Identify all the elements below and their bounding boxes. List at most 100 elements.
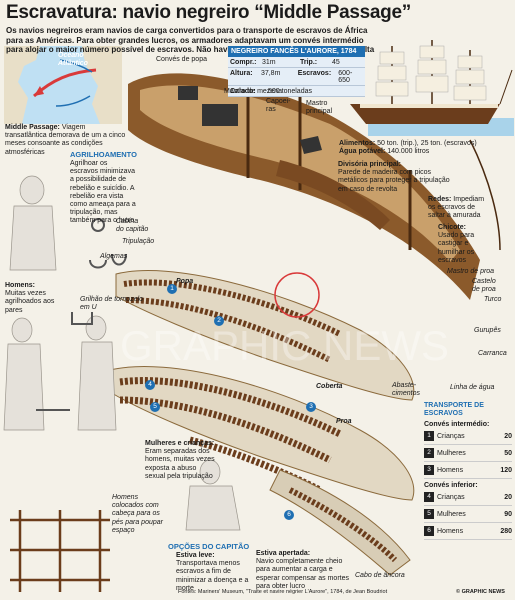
- legend-label: Mulheres: [437, 449, 466, 457]
- agua-value: 140.000 litros: [387, 148, 430, 156]
- homens-note: Homens: Muitas vezes agrilhoados aos par…: [5, 282, 57, 315]
- legend-label: Crianças: [437, 432, 465, 440]
- ship-side-view: [350, 40, 513, 124]
- magnifier-circle: [274, 272, 320, 318]
- sources-footer: Fontes: Mariners' Museum, "Traite et nav…: [178, 589, 388, 595]
- atlantic-map: [4, 46, 122, 124]
- page-title: Escravatura: navio negreiro “Middle Pass…: [6, 2, 411, 23]
- estiva-leve-term: Estiva leve:: [176, 552, 215, 559]
- shackles: [36, 218, 127, 411]
- opcoes-title: OPÇÕES DO CAPITÃO: [168, 542, 250, 551]
- mulheres-criancas-note: Mulheres e crianças: Eram separadas dos …: [145, 440, 217, 481]
- divisoria-term: Divisória principal:: [338, 161, 402, 168]
- label-cabo-ancora: Cabo de âncora: [355, 572, 405, 579]
- intro-text: Os navios negreiros eram navios de carga…: [6, 26, 375, 55]
- deck-marker-3: 3: [306, 402, 316, 412]
- legend-label: Crianças: [437, 493, 465, 501]
- divisoria-text: Parede de madeira com picos metálicos pa…: [338, 169, 450, 193]
- homens-text: Muitas vezes agrilhoados aos pares: [5, 290, 55, 314]
- deck-marker-1: 1: [167, 284, 177, 294]
- figures: [3, 175, 241, 531]
- watermark-text: GRAPHIC NEWS: [120, 322, 449, 369]
- legend-number: 6: [424, 526, 434, 536]
- alimentos-key: Alimentos:: [339, 140, 376, 147]
- legend-value: 280: [500, 527, 512, 535]
- map-label: Oceano Atlântico: [58, 52, 88, 67]
- transporte-legend: TRANSPORTE DE ESCRAVOS Convés intermédio…: [424, 402, 512, 540]
- label-popa: Popa: [176, 278, 194, 285]
- spec-title: NEGREIRO FANCÊS L'AURORE, 1784: [228, 46, 365, 57]
- spec-value: 45: [332, 58, 340, 66]
- whip: [469, 139, 501, 251]
- graphic-news-logo: © GRAPHIC NEWS: [456, 589, 505, 595]
- grilhao-label: Grilhão de tornozelo em U: [80, 296, 144, 312]
- label-gurupes: Gurupês: [474, 327, 501, 334]
- spec-value: 600-650: [338, 69, 353, 84]
- spec-value: 500 toneladas: [268, 87, 312, 95]
- estiva-leve-text: Transportava menos escravos a fim de min…: [176, 560, 249, 592]
- alimentos-note: Alimentos: 50 ton. (trip.), 25 ton. (esc…: [339, 140, 509, 156]
- spec-value: 37,8m: [260, 69, 281, 77]
- inferior-heading: Convés inferior:: [424, 482, 478, 489]
- chicote-term: Chicote:: [438, 224, 466, 231]
- agrilhoamento-title: AGRILHOAMENTO: [70, 150, 137, 159]
- spec-key: Compr.:: [230, 58, 257, 66]
- label-carranca: Carranca: [478, 350, 507, 357]
- legend-number: 2: [424, 448, 434, 458]
- estiva-leve-note: Estiva leve: Transportava menos escravos…: [176, 552, 250, 593]
- label-mastro-mezena: Mastro de mezena: [224, 88, 282, 95]
- legend-value: 50: [504, 449, 512, 457]
- estiva-apertada-note: Estiva apertada: Navio completamente che…: [256, 550, 350, 591]
- legend-value: 20: [504, 432, 512, 440]
- label-abastecimentos: Abaste- cimentos: [392, 382, 421, 397]
- label-castelo-proa: Castelo de proa: [472, 278, 496, 293]
- label-conves-popa: Convés de popa: [156, 56, 207, 63]
- spec-row: Compr.: 31m Trip.: 45: [228, 57, 365, 68]
- label-proa: Proa: [336, 418, 352, 425]
- redes-note: Redes: Impediam os escravos de saltar à …: [428, 196, 490, 221]
- legend-value: 120: [500, 466, 512, 474]
- homens-colocados-note: Homens colocados com cabeça para os pés …: [112, 494, 163, 534]
- spec-row: Calado: 500 toneladas: [228, 86, 365, 97]
- label-cabina: Cabina do capitão: [116, 218, 149, 233]
- spec-table: NEGREIRO FANCÊS L'AURORE, 1784 Compr.: 3…: [228, 46, 365, 97]
- bunk-frame: [10, 510, 110, 592]
- estiva-apertada-term: Estiva apertada:: [256, 550, 311, 557]
- homens-term: Homens:: [5, 282, 35, 289]
- label-linha-agua: Linha de água: [450, 384, 495, 391]
- redes-term: Redes:: [428, 196, 452, 203]
- estiva-apertada-text: Navio completamente cheio para aumentar …: [256, 558, 349, 590]
- spec-key: Trip.:: [300, 58, 318, 66]
- legend-label: Homens: [437, 527, 464, 535]
- middle-passage-text: Viagem transatlântica demorava de um a c…: [5, 124, 126, 156]
- label-tripulacao: Tripulação: [122, 238, 155, 245]
- middle-passage-note: Middle Passage: Viagem transatlântica de…: [5, 124, 127, 157]
- algemas-label: Algemas: [100, 253, 128, 260]
- transporte-title: TRANSPORTE DE ESCRAVOS: [424, 402, 484, 417]
- divisoria-note: Divisória principal: Parede de madeira c…: [338, 161, 456, 194]
- legend-label: Homens: [437, 466, 464, 474]
- label-turco: Turco: [484, 296, 502, 303]
- legend-label: Mulheres: [437, 510, 466, 518]
- middle-passage-term: Middle Passage:: [5, 124, 60, 131]
- spec-value: 31m: [262, 58, 276, 66]
- spec-key: Calado:: [230, 87, 256, 95]
- chicote-text: Usado para castigar e humilhar os escrav…: [438, 232, 475, 264]
- alimentos-value: 50 ton. (trip.), 25 ton. (escravos): [377, 140, 477, 147]
- deck-marker-4: 4: [145, 380, 155, 390]
- deck-marker-6: 6: [284, 510, 294, 520]
- spec-key: Altura:: [230, 69, 253, 77]
- mulheres-criancas-text: Eram separadas dos homens, muitas vezes …: [145, 448, 215, 480]
- chicote-note: Chicote: Usado para castigar e humilhar …: [438, 224, 494, 265]
- label-mastro-proa: Mastro de proa: [447, 268, 495, 275]
- label-capoeiras: Capoei- ras: [266, 98, 291, 113]
- agrilhoamento-text: Agrilhoar os escravos minimizava a possi…: [70, 160, 136, 225]
- intermedio-heading: Convés intermédio:: [424, 421, 490, 428]
- lower-decks: [109, 270, 415, 576]
